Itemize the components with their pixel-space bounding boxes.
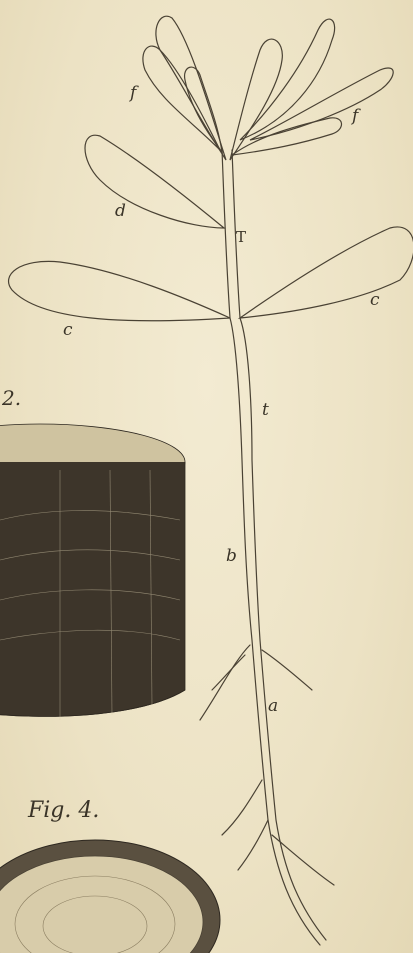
label-f-left: f [130, 85, 136, 102]
label-c-right: c [370, 292, 380, 309]
figure-2-number: 2. [2, 388, 21, 408]
fig2-cylinder [0, 424, 185, 716]
label-c-left: c [63, 322, 73, 339]
label-f-right: f [352, 108, 358, 125]
label-t: t [262, 402, 269, 419]
figure-4-caption: Fig. 4. [28, 800, 99, 822]
label-b: b [226, 548, 237, 565]
label-a: a [268, 698, 278, 715]
fig4-disc [0, 840, 220, 953]
label-T: T [236, 230, 246, 245]
label-d: d [115, 203, 126, 220]
